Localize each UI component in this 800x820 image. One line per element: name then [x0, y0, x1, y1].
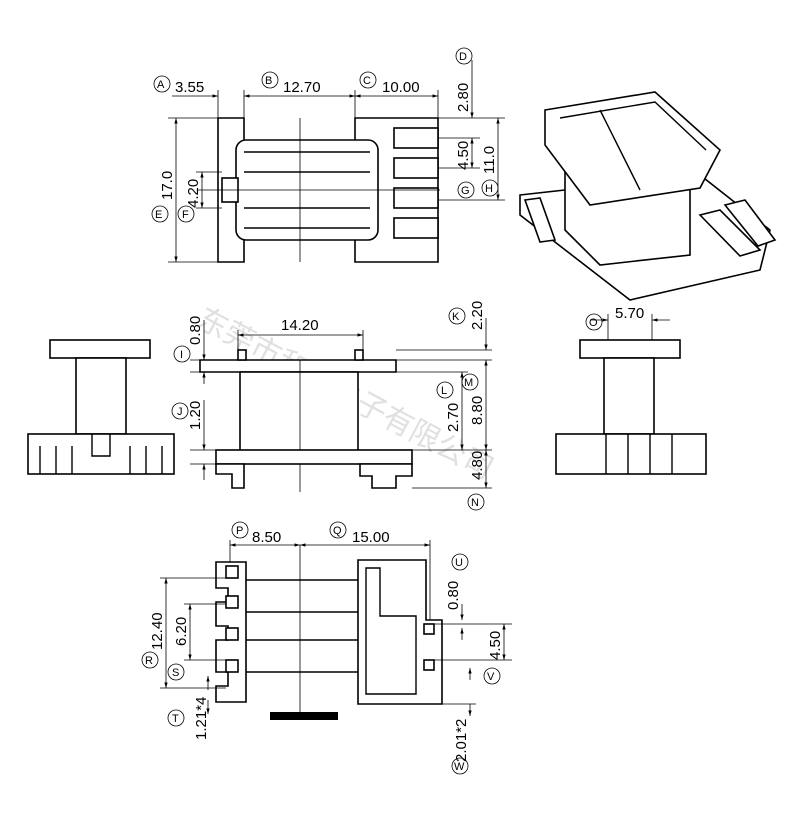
- marker-l: L: [436, 381, 454, 399]
- marker-u: U: [451, 553, 469, 571]
- svg-text:E: E: [155, 209, 162, 221]
- left-side-view: [27, 339, 175, 475]
- svg-text:G: G: [461, 185, 470, 197]
- dim-o-label: 5.70: [615, 305, 644, 322]
- svg-text:M: M: [464, 377, 473, 389]
- svg-text:U: U: [455, 557, 463, 569]
- svg-text:B: B: [265, 75, 272, 87]
- marker-e: E: [151, 205, 169, 223]
- marker-k: K: [448, 307, 466, 325]
- svg-text:H: H: [485, 183, 493, 195]
- dim-b-label: 12.70: [283, 79, 321, 96]
- dim-e-label: 17.0: [159, 171, 176, 200]
- marker-c: C: [359, 71, 377, 89]
- svg-text:V: V: [487, 671, 495, 683]
- marker-f: F: [177, 205, 195, 223]
- marker-j: J: [171, 402, 189, 420]
- svg-text:P: P: [236, 525, 243, 537]
- marker-n: N: [467, 493, 485, 511]
- dim-m-label: 8.80: [469, 396, 486, 425]
- dim-a-label: 3.55: [175, 79, 204, 96]
- dim-v-label: 4.50: [487, 631, 504, 660]
- svg-text:F: F: [182, 209, 189, 221]
- svg-text:N: N: [471, 497, 479, 509]
- svg-text:W: W: [454, 761, 465, 773]
- marker-w: W: [451, 757, 469, 775]
- dim-k-label: 2.20: [469, 301, 486, 330]
- marker-b: B: [261, 71, 279, 89]
- marker-t: T: [167, 709, 185, 727]
- top-view: 3.55 12.70 10.00 17.0 4.20 2.80 4.50 11.…: [159, 60, 505, 263]
- marker-h: H: [481, 179, 499, 197]
- dim-t-label: 1.21*4: [193, 697, 210, 740]
- svg-text:O: O: [589, 317, 598, 329]
- svg-text:L: L: [441, 385, 447, 397]
- svg-text:S: S: [172, 667, 179, 679]
- bottom-view-scale-bar: [270, 712, 338, 720]
- dim-j-label: 1.20: [187, 401, 204, 430]
- dim-u-label: 0.80: [445, 581, 462, 610]
- marker-v: V: [483, 667, 501, 685]
- right-side-view: 5.70: [555, 305, 707, 475]
- dim-p-label: 8.50: [252, 529, 281, 546]
- marker-o: O: [585, 313, 603, 331]
- svg-text:J: J: [177, 406, 183, 418]
- marker-m: M: [461, 373, 479, 391]
- dim-n-label: 4.80: [469, 451, 486, 480]
- marker-a: A: [153, 75, 171, 93]
- dim-front-width-label: 14.20: [281, 317, 319, 334]
- dim-i-label: 0.80: [187, 316, 204, 345]
- marker-r: R: [141, 651, 159, 669]
- dim-h-label: 11.0: [481, 146, 498, 174]
- dim-g-label: 4.50: [455, 141, 472, 170]
- bottom-view: 8.50 15.00 12.40 6.20 1.21*4 4.50 0.80 2…: [149, 529, 512, 762]
- isometric-view: [519, 91, 777, 301]
- marker-s: S: [167, 663, 185, 681]
- svg-text:K: K: [452, 311, 460, 323]
- dim-l-label: 2.70: [445, 403, 462, 432]
- svg-text:T: T: [172, 713, 179, 725]
- svg-text:I: I: [180, 349, 183, 361]
- dim-f-label: 4.20: [185, 179, 202, 208]
- dim-r-label: 12.40: [149, 612, 166, 650]
- dim-d-label: 2.80: [455, 83, 472, 112]
- svg-text:A: A: [157, 79, 165, 91]
- dim-w-label: 2.01*2: [453, 719, 470, 762]
- marker-p: P: [231, 521, 249, 539]
- dim-q-label: 15.00: [352, 529, 390, 546]
- marker-i: I: [173, 345, 191, 363]
- svg-text:Q: Q: [333, 525, 342, 537]
- dim-s-label: 6.20: [173, 617, 190, 646]
- front-view: 14.20 0.80 1.20 2.20 8.80 2.70 4.80: [187, 301, 492, 492]
- svg-text:D: D: [459, 51, 467, 63]
- marker-q: Q: [329, 521, 347, 539]
- dim-c-label: 10.00: [382, 79, 420, 96]
- marker-g: G: [457, 181, 475, 199]
- svg-text:C: C: [363, 75, 371, 87]
- marker-d: D: [455, 47, 473, 65]
- svg-text:R: R: [145, 655, 153, 667]
